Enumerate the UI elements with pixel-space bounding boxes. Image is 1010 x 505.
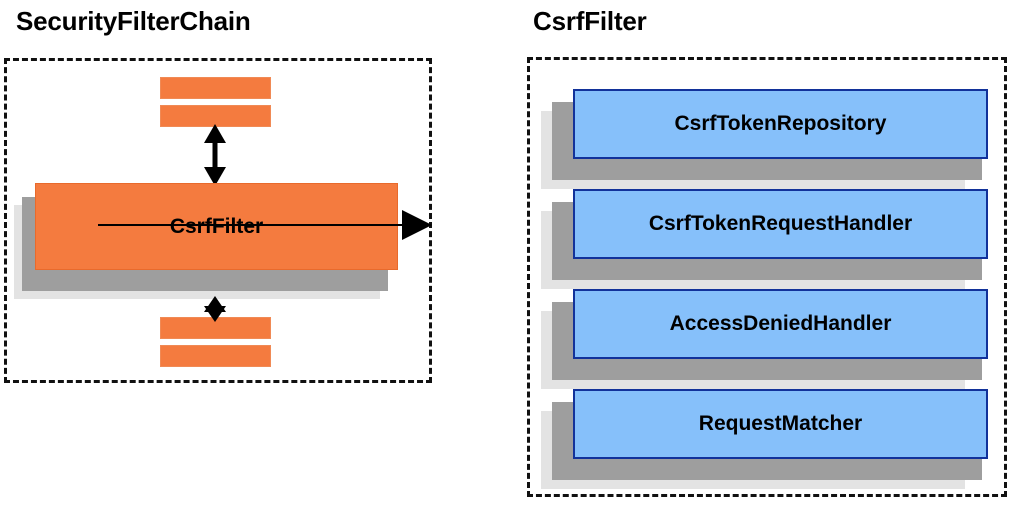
panel-csrffilter-detail xyxy=(527,57,1007,497)
expand-arrow-icon xyxy=(98,210,432,240)
double-arrow-down-icon xyxy=(204,296,226,322)
double-arrow-up-icon xyxy=(204,124,226,186)
node-csrffilter-label: CsrfFilter xyxy=(35,183,398,270)
filter-bar-above-1 xyxy=(160,77,271,99)
filter-bar-below-2 xyxy=(160,345,271,367)
node-requestmatcher-label: RequestMatcher xyxy=(573,389,988,459)
node-csrffilter[interactable]: CsrfFilter xyxy=(14,183,398,299)
node-requestmatcher[interactable]: RequestMatcher xyxy=(541,389,988,489)
node-accessdeniedhandler[interactable]: AccessDeniedHandler xyxy=(541,289,988,389)
panel-title-csrffilter: CsrfFilter xyxy=(533,6,647,36)
node-csrftokenrepository[interactable]: CsrfTokenRepository xyxy=(541,89,988,189)
node-csrftokenrequesthandler[interactable]: CsrfTokenRequestHandler xyxy=(541,189,988,289)
panel-title-securityfilterchain: SecurityFilterChain xyxy=(16,6,251,36)
node-csrftokenrequesthandler-label: CsrfTokenRequestHandler xyxy=(573,189,988,259)
node-csrftokenrepository-label: CsrfTokenRepository xyxy=(573,89,988,159)
panel-securityfilterchain xyxy=(4,58,432,383)
node-accessdeniedhandler-label: AccessDeniedHandler xyxy=(573,289,988,359)
